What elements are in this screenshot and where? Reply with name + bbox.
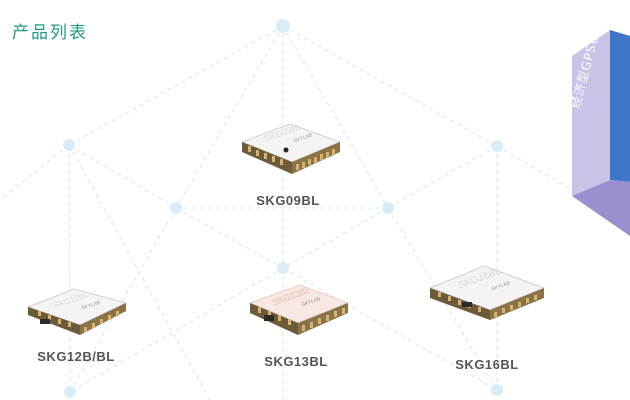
category-tab-shape xyxy=(572,30,630,236)
product-name[interactable]: SKG09BL xyxy=(256,193,320,208)
product-image-skg16bl[interactable]: SKG16BL SKYLAB xyxy=(428,262,546,322)
chip-brand: SKYLAB xyxy=(81,300,102,312)
product-card-skg12bl[interactable]: SKG12BL SKYLAB SKG12B/BL xyxy=(20,285,132,367)
product-name[interactable]: SKG12B/BL xyxy=(37,349,115,364)
product-name[interactable]: SKG13BL xyxy=(264,354,328,369)
page-title: 产品列表 xyxy=(12,23,88,43)
product-card-skg09bl[interactable]: SKG09BL SKYLAB SKG09BL xyxy=(232,118,344,210)
product-card-skg16bl[interactable]: SKG16BL SKYLAB SKG16BL xyxy=(426,262,548,374)
product-name[interactable]: SKG16BL xyxy=(455,357,519,372)
product-image-skg12bl[interactable]: SKG12BL SKYLAB xyxy=(24,285,130,337)
category-tab-economy-gps[interactable]: 经济型GPS模块 xyxy=(568,17,630,240)
product-card-skg13bl[interactable]: SKG13BL SKYLAB SKG13BL xyxy=(240,283,352,371)
product-image-skg13bl[interactable]: SKG13BL SKYLAB xyxy=(246,283,352,337)
product-image-skg09bl[interactable]: SKG09BL SKYLAB xyxy=(236,120,342,176)
